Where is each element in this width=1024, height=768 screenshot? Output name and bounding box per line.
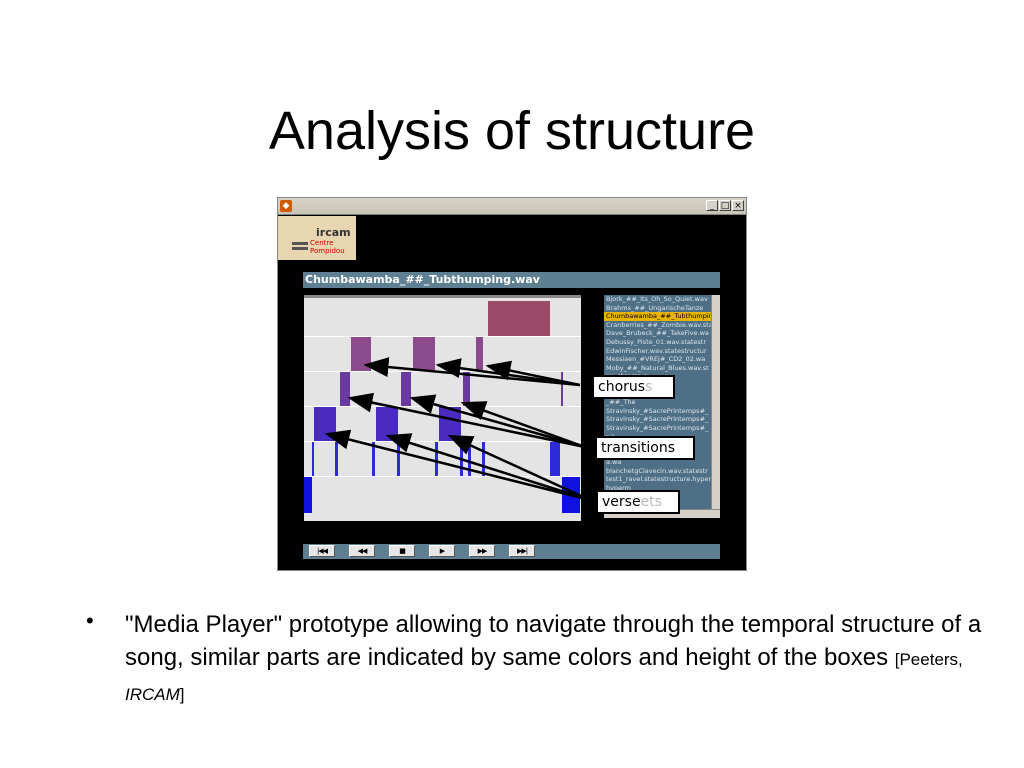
fast-forward-button[interactable]: ▶▶ — [469, 545, 495, 557]
segment-thin[interactable] — [435, 442, 438, 476]
transport-controls: |◀◀ ◀◀ ■ ▶ ▶▶ ▶▶| — [303, 544, 720, 559]
song-list-item[interactable]: Brahms_##_UngarischeTanze — [606, 303, 704, 312]
slide-caption: "Media Player" prototype allowing to nav… — [125, 608, 985, 711]
segment-thin[interactable] — [312, 442, 314, 476]
segment-transition[interactable] — [561, 372, 563, 406]
segment-thin[interactable] — [468, 442, 471, 476]
segment-verse[interactable] — [439, 407, 461, 441]
skip-start-button[interactable]: |◀◀ — [309, 545, 335, 557]
segment-chorus[interactable] — [413, 337, 435, 371]
segment-thin[interactable] — [460, 442, 463, 476]
segment-transition[interactable] — [401, 372, 411, 406]
chorus-label-text: chorus — [598, 379, 646, 395]
song-list-item[interactable]: Chumbawamba_##_Tubthumping — [604, 312, 720, 321]
row-divider — [304, 476, 581, 477]
row-divider — [304, 336, 581, 337]
rewind-button[interactable]: ◀◀ — [349, 545, 375, 557]
song-list-item[interactable]: _##_The — [606, 398, 636, 407]
song-list-item[interactable]: hyperm — [606, 484, 631, 493]
minimize-button[interactable]: _ — [706, 200, 718, 211]
song-list-item[interactable]: Stravinsky_#SacrePrintemps#_ — [606, 423, 709, 432]
close-button[interactable]: × — [732, 200, 744, 211]
segment-thin[interactable] — [397, 442, 400, 476]
song-list-item[interactable]: Stravinsky_#SacrePrintemps#_ — [606, 415, 709, 424]
verse-label-text: verse — [602, 494, 641, 510]
citation-close: ] — [179, 685, 185, 704]
song-list-item[interactable]: EdwinFischer.wav.statestructur — [606, 346, 707, 355]
citation: [Peeters, IRCAM] — [125, 650, 963, 704]
segment-verse[interactable] — [314, 407, 336, 441]
logo-stripe — [292, 247, 308, 250]
song-list-item[interactable]: Stravinsky_#SacrePrintemps#_ — [606, 406, 709, 415]
song-list-item[interactable]: Cranberries_##_Zombie.wav.sta — [606, 320, 713, 329]
segment-verse[interactable] — [376, 407, 398, 441]
play-button[interactable]: ▶ — [429, 545, 455, 557]
skip-end-button[interactable]: ▶▶| — [509, 545, 535, 557]
track-title: Chumbawamba_##_Tubthumping.wav — [305, 273, 540, 286]
segment-strong[interactable] — [562, 477, 580, 513]
logo-text: ircam — [316, 226, 351, 239]
slide-title: Analysis of structure — [268, 101, 756, 161]
segment-thin[interactable] — [372, 442, 375, 476]
segment-transition[interactable] — [340, 372, 350, 406]
row-divider — [304, 441, 581, 442]
song-list-scrollbar[interactable] — [711, 295, 720, 518]
segment-thin[interactable] — [335, 442, 338, 476]
song-list-item[interactable]: a.wa — [606, 458, 622, 467]
song-list-item[interactable]: test1_ravel.statestructure.hyper — [606, 475, 712, 484]
segment-transition[interactable] — [463, 372, 470, 406]
app-icon[interactable]: ◆ — [280, 200, 292, 212]
citation-open: [Peeters, — [894, 650, 963, 669]
structure-timeline[interactable] — [304, 295, 581, 521]
verse-label-overlap: ets — [640, 494, 662, 510]
song-list-item[interactable]: blanchetgClavecin.wav.statestr — [606, 466, 708, 475]
song-list-item[interactable]: Bjork_##_Its_Oh_So_Quiet.wav — [606, 295, 708, 303]
maximize-button[interactable]: □ — [719, 200, 731, 211]
segment-pink[interactable] — [488, 301, 550, 336]
segment-chorus[interactable] — [351, 337, 371, 371]
media-player-window: ◆ _ □ × ircam Centre Pompidou Chumbawamb… — [277, 197, 747, 571]
segment-thin[interactable] — [550, 442, 560, 476]
verse-label: verseets — [596, 490, 680, 514]
song-list-item[interactable]: Dave_Brubeck_##_TakeFive.wa — [606, 329, 709, 338]
bullet-marker: • — [86, 608, 94, 633]
caption-text: "Media Player" prototype allowing to nav… — [125, 611, 982, 671]
track-title-bar: Chumbawamba_##_Tubthumping.wav — [303, 272, 720, 288]
ircam-logo: ircam Centre Pompidou — [278, 216, 356, 260]
song-list-item[interactable]: Messiaen_#VREJ#_CD2_02.wa — [606, 355, 706, 364]
logo-stripe — [292, 242, 308, 245]
logo-subtitle: Centre Pompidou — [310, 239, 345, 255]
segment-chorus[interactable] — [476, 337, 483, 371]
citation-org: IRCAM — [125, 685, 180, 704]
logo-sub-line: Centre — [310, 239, 334, 247]
logo-sub-line: Pompidou — [310, 247, 345, 255]
transitions-label: transitions — [595, 436, 695, 460]
stop-button[interactable]: ■ — [389, 545, 415, 557]
song-list-item[interactable]: Moby_##_Natural_Blues.wav.st — [606, 363, 709, 372]
window-titlebar[interactable]: ◆ _ □ × — [278, 198, 746, 215]
chorus-label-overlap: s — [645, 379, 653, 395]
chorus-label: choruss — [592, 375, 675, 399]
segment-thin[interactable] — [482, 442, 485, 476]
segment-strong[interactable] — [304, 477, 312, 513]
song-list-item[interactable]: Debussy_Piste_01.wav.statestr — [606, 337, 707, 346]
